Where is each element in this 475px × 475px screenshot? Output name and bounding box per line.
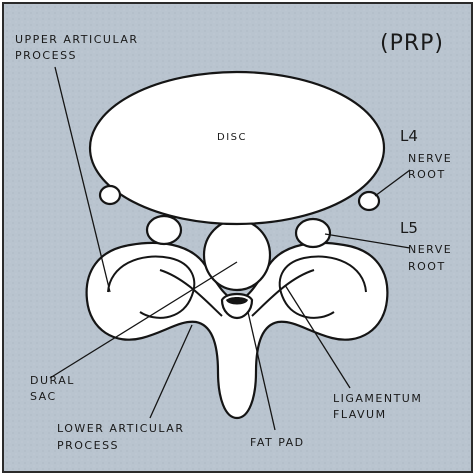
label-dural-line1: DURAL (30, 374, 75, 387)
label-dural-line2: SAC (30, 390, 57, 403)
label-l4-root: ROOT (408, 168, 446, 181)
label-ligamentum-line1: LIGAMENTUM (333, 392, 422, 405)
label-disc: DISC (217, 132, 247, 143)
label-lower-articular-line1: LOWER ARTICULAR (57, 422, 184, 435)
label-upper-articular-line2: PROCESS (15, 49, 77, 62)
label-l5-root: ROOT (408, 260, 446, 273)
intervertebral-disc (90, 72, 384, 224)
label-ligamentum-line2: FLAVUM (333, 408, 387, 421)
label-l4: L4 (400, 127, 418, 145)
right-l5-nerve-root (296, 219, 330, 247)
left-l5-nerve-root (147, 216, 181, 244)
label-l4-nerve: NERVE (408, 152, 452, 165)
left-l4-nerve-root (100, 186, 120, 204)
corner-tag: (PRP) (380, 31, 444, 56)
label-lower-articular-line2: PROCESS (57, 439, 119, 452)
dural-sac (204, 220, 270, 290)
label-upper-articular-line1: UPPER ARTICULAR (15, 33, 139, 46)
label-l5-nerve: NERVE (408, 243, 452, 256)
label-fat-pad: FAT PAD (250, 436, 305, 449)
label-l5: L5 (400, 219, 418, 237)
